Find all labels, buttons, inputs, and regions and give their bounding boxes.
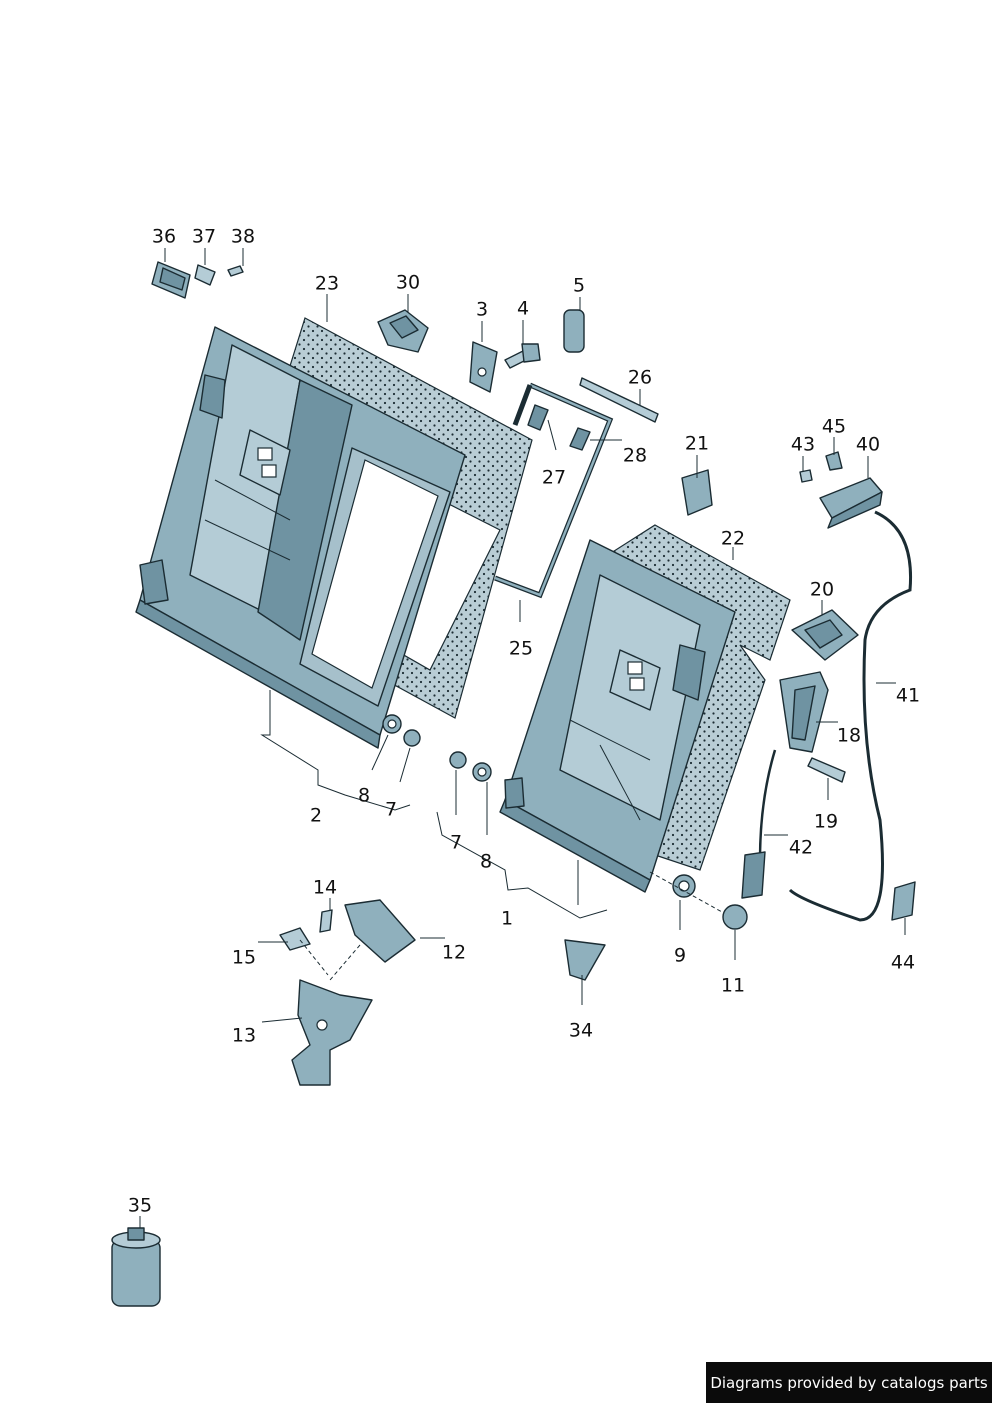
part-2-left-frame [135, 326, 466, 749]
callout-36: 36 [151, 225, 177, 248]
callout-7-right: 7 [449, 831, 463, 854]
callout-20: 20 [809, 578, 835, 601]
callout-15: 15 [231, 946, 257, 969]
part-40-latch [819, 477, 883, 529]
part-26-strip [579, 377, 659, 423]
part-27-clip [527, 404, 549, 431]
callout-42: 42 [788, 836, 814, 859]
callout-37: 37 [191, 225, 217, 248]
part-18-lock [779, 671, 829, 753]
part-35-container [111, 1227, 161, 1307]
callout-2: 2 [309, 804, 323, 827]
callout-14: 14 [312, 876, 338, 899]
callout-7-left: 7 [384, 798, 398, 821]
part-11-cap [722, 904, 748, 930]
callout-11: 11 [720, 974, 746, 997]
part-14-bolt [319, 909, 333, 933]
part-8-grommet-right [472, 762, 492, 782]
part-41-cable [788, 510, 913, 922]
callout-34: 34 [568, 1019, 594, 1042]
part-3-bracket [469, 341, 498, 393]
callout-19: 19 [813, 810, 839, 833]
callout-1: 1 [500, 907, 514, 930]
part-15-clip [279, 927, 311, 951]
callout-40: 40 [855, 433, 881, 456]
callout-3: 3 [475, 298, 489, 321]
part-44-cover [891, 881, 916, 921]
callout-5: 5 [572, 274, 586, 297]
callout-26: 26 [627, 366, 653, 389]
part-12-cover [344, 899, 416, 963]
callout-28: 28 [622, 444, 648, 467]
callout-18: 18 [836, 724, 862, 747]
callout-44: 44 [890, 951, 916, 974]
callout-43: 43 [790, 433, 816, 456]
callout-4: 4 [516, 297, 530, 320]
credit-banner: Diagrams provided by catalogs parts [706, 1362, 992, 1403]
callout-9: 9 [673, 944, 687, 967]
part-7-plug-left [403, 729, 421, 747]
part-5-pad [563, 309, 585, 353]
part-30-cup [377, 309, 429, 353]
callout-35: 35 [127, 1194, 153, 1217]
part-8-grommet-left [382, 714, 402, 734]
part-19-bolt [807, 757, 846, 783]
callout-41: 41 [895, 684, 921, 707]
part-25-wire [494, 382, 614, 599]
part-36-handle [151, 261, 191, 299]
callout-21: 21 [684, 432, 710, 455]
callout-30: 30 [395, 271, 421, 294]
part-28-clip [569, 427, 591, 451]
callout-27: 27 [541, 466, 567, 489]
part-42-cable [741, 749, 777, 899]
part-1-right-frame [499, 539, 736, 893]
part-13-hinge [291, 979, 373, 1086]
part-7-plug-right [449, 751, 467, 769]
part-34-guide [564, 939, 606, 981]
callout-45: 45 [821, 415, 847, 438]
callout-8-right: 8 [479, 850, 493, 873]
part-20-cup [791, 609, 859, 661]
leader-lines [139, 248, 906, 1228]
part-38-screw [227, 265, 244, 277]
part-4-bolt [504, 343, 541, 369]
callout-12: 12 [441, 941, 467, 964]
part-37-clip [194, 264, 216, 286]
part-21-cover [681, 469, 713, 516]
callout-8-left: 8 [357, 784, 371, 807]
callout-23: 23 [314, 272, 340, 295]
callout-22: 22 [720, 527, 746, 550]
part-43-screw [799, 469, 813, 483]
callout-13: 13 [231, 1024, 257, 1047]
part-9-bushing [672, 874, 696, 898]
callout-25: 25 [508, 637, 534, 660]
callout-38: 38 [230, 225, 256, 248]
